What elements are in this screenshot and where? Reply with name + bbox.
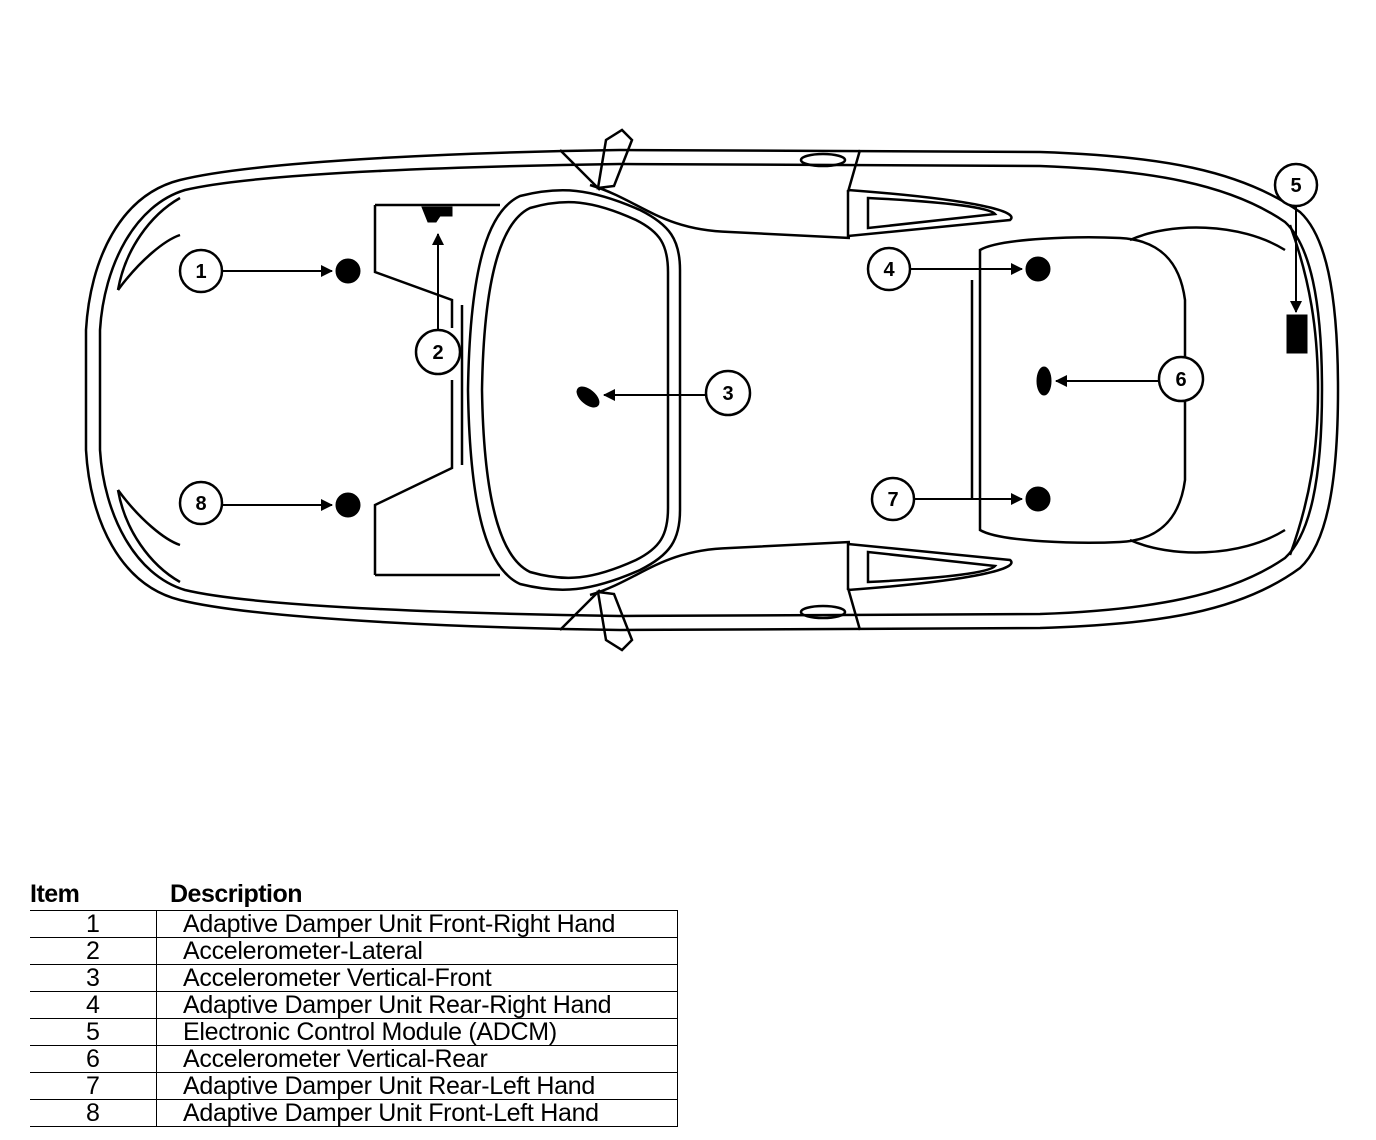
item-description: Accelerometer Vertical-Front xyxy=(156,964,678,992)
legend-rows: 1 Adaptive Damper Unit Front-Right Hand … xyxy=(30,910,678,1127)
callout-4: 4 xyxy=(866,246,912,292)
callout-2: 2 xyxy=(414,328,462,376)
table-row: 4 Adaptive Damper Unit Rear-Right Hand xyxy=(30,991,678,1019)
item-description: Accelerometer-Lateral xyxy=(156,937,678,965)
table-row: 8 Adaptive Damper Unit Front-Left Hand xyxy=(30,1099,678,1127)
svg-text:4: 4 xyxy=(883,259,895,281)
damper-front-left-marker xyxy=(335,492,361,518)
item-number: 7 xyxy=(30,1072,157,1100)
svg-text:7: 7 xyxy=(887,489,898,511)
component-markers xyxy=(335,206,1308,518)
item-number: 5 xyxy=(30,1018,157,1046)
svg-text:1: 1 xyxy=(195,261,206,283)
callout-7: 7 xyxy=(870,476,916,522)
svg-text:6: 6 xyxy=(1175,369,1186,391)
table-row: 6 Accelerometer Vertical-Rear xyxy=(30,1045,678,1073)
callout-5: 5 xyxy=(1273,162,1319,208)
callout-8: 8 xyxy=(178,480,224,526)
item-number: 3 xyxy=(30,964,157,992)
item-description: Adaptive Damper Unit Rear-Right Hand xyxy=(156,991,678,1019)
table-row: 5 Electronic Control Module (ADCM) xyxy=(30,1018,678,1046)
item-description: Electronic Control Module (ADCM) xyxy=(156,1018,678,1046)
svg-text:3: 3 xyxy=(722,383,733,405)
table-row: 1 Adaptive Damper Unit Front-Right Hand xyxy=(30,910,678,938)
leader-arrows xyxy=(222,206,1302,511)
svg-text:2: 2 xyxy=(432,342,443,364)
item-number: 1 xyxy=(30,910,157,938)
legend-table: Item Description 1 Adaptive Damper Unit … xyxy=(30,878,678,1127)
callout-1: 1 xyxy=(178,248,224,294)
callout-6: 6 xyxy=(1157,355,1205,403)
damper-front-right-marker xyxy=(335,258,361,284)
table-row: 2 Accelerometer-Lateral xyxy=(30,937,678,965)
item-number: 8 xyxy=(30,1099,157,1127)
callout-3: 3 xyxy=(704,369,752,417)
item-description: Adaptive Damper Unit Front-Right Hand xyxy=(156,910,678,938)
accelerometer-front-marker xyxy=(576,386,600,408)
svg-text:8: 8 xyxy=(195,493,206,515)
accelerometer-rear-marker xyxy=(1036,366,1052,396)
item-column-header: Item xyxy=(30,880,80,908)
item-description: Adaptive Damper Unit Front-Left Hand xyxy=(156,1099,678,1127)
damper-rear-left-marker xyxy=(1025,486,1051,512)
legend-header: Item Description xyxy=(30,878,678,910)
description-column-header: Description xyxy=(170,880,303,908)
item-description: Adaptive Damper Unit Rear-Left Hand xyxy=(156,1072,678,1100)
accelerometer-lateral-marker xyxy=(421,206,453,223)
table-row: 7 Adaptive Damper Unit Rear-Left Hand xyxy=(30,1072,678,1100)
item-number: 2 xyxy=(30,937,157,965)
svg-text:5: 5 xyxy=(1290,175,1301,197)
item-number: 4 xyxy=(30,991,157,1019)
item-description: Accelerometer Vertical-Rear xyxy=(156,1045,678,1073)
table-row: 3 Accelerometer Vertical-Front xyxy=(30,964,678,992)
control-module-marker xyxy=(1286,314,1308,354)
car-top-view-diagram: 1 2 3 4 5 6 7 8 xyxy=(84,128,1340,652)
item-number: 6 xyxy=(30,1045,157,1073)
car-outline xyxy=(84,128,1340,652)
damper-rear-right-marker xyxy=(1025,256,1051,282)
